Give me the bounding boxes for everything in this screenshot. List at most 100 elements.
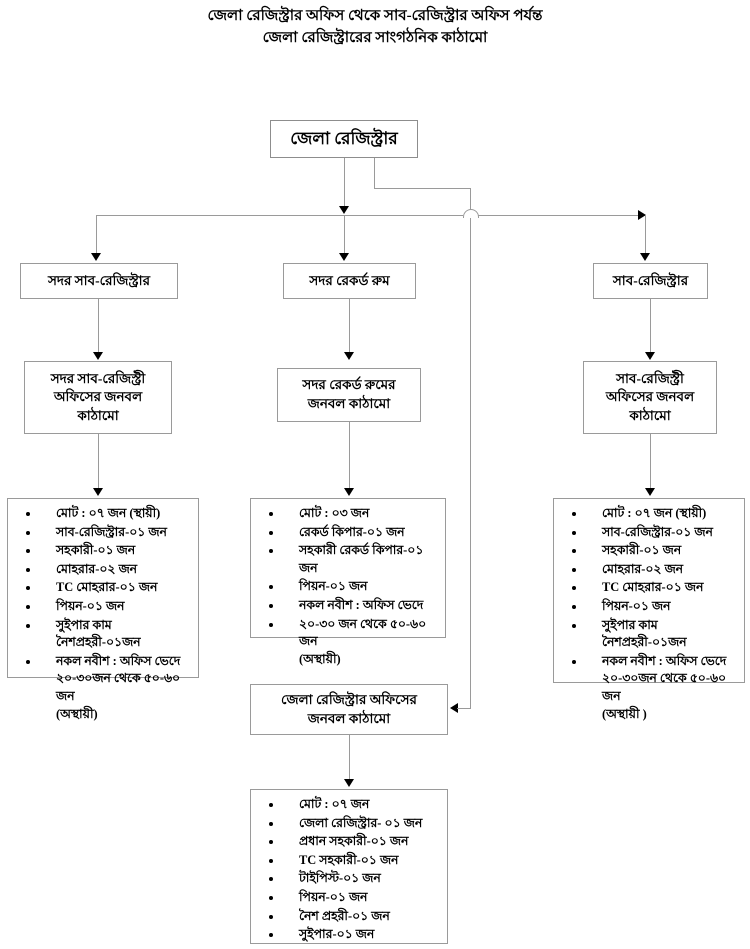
node-sadar-record-room[interactable]: সদর রেকর্ড রুম — [283, 263, 416, 299]
connector-root-branch-right — [374, 188, 470, 189]
list-item-text: সহকারী-০১ জন — [56, 543, 136, 558]
node-sadar-record-room-manpower[interactable]: সদর রেকর্ড রুমের জনবল কাঠামো — [277, 368, 421, 422]
list-item-text: নকল নবীশ : অফিস ভেদে — [56, 653, 181, 668]
node-sub-registry-manpower-line-3: কাঠামো — [629, 407, 671, 423]
connector-sadar-sub-registrar-down — [98, 299, 99, 356]
list-item-text: সহকারী-০১ জন — [602, 543, 682, 558]
node-sadar-sub-registrar-label: সদর সাব-রেজিস্ট্রার — [47, 272, 151, 288]
arrowhead-to-sadar-sub-registry-manpower — [93, 352, 103, 360]
connector-bus-left — [96, 215, 463, 216]
list-sub-registry-items: মোট : ০৭ জন (স্থায়ী) সাব-রেজিস্ট্রার-০১… — [558, 505, 740, 723]
list-item: মোহরার-০২ জন — [572, 561, 738, 579]
connector-bus-right — [477, 215, 645, 216]
arrowhead-root-to-bus — [339, 206, 349, 214]
connector-into-district-manpower — [457, 708, 471, 709]
list-item: মোট : ০৭ জন (স্থায়ী) — [26, 505, 192, 523]
list-item-text: পিয়ন-০১ জন — [56, 599, 125, 614]
connector-sadar-record-room-down — [349, 299, 350, 356]
list-item: সুইপার কাম নৈশপ্রহরী-০১জন — [572, 617, 738, 652]
list-item-text: পিয়ন-০১ জন — [602, 599, 671, 614]
node-district-registrar-manpower-line-2: জনবল কাঠামো — [307, 710, 391, 726]
arrowhead-to-sadar-record-room-list — [344, 488, 354, 496]
list-item-text: মোট : ০৭ জন (স্থায়ী) — [602, 506, 707, 520]
node-sadar-record-room-manpower-text: সদর রেকর্ড রুমের জনবল কাঠামো — [282, 376, 416, 413]
arrowhead-to-district-registrar-manpower — [450, 703, 458, 713]
list-sadar-sub-registry-manpower: মোট : ০৭ জন (স্থায়ী) সাব-রেজিস্ট্রার-০১… — [7, 498, 199, 721]
list-item: জেলা রেজিস্ট্রার- ০১ জন — [269, 815, 441, 833]
page-title-line-2: জেলা রেজিস্ট্রারের সাংগঠনিক কাঠামো — [262, 29, 488, 46]
list-item-text: টাইপিস্ট-০১ জন — [299, 871, 381, 886]
arrowhead-bus-right-turn — [638, 210, 646, 220]
list-item: সাব-রেজিস্ট্রার-০১ জন — [26, 524, 192, 542]
list-item-text: প্রধান সহকারী-০১ জন — [299, 834, 409, 849]
list-item-text: পিয়ন-০১ জন — [299, 890, 368, 905]
node-district-registrar-manpower-text: জেলা রেজিস্ট্রার অফিসের জনবল কাঠামো — [255, 691, 443, 728]
connector-line-hop — [463, 209, 479, 218]
connector-bus-drop-left — [96, 215, 97, 257]
node-district-registrar-manpower[interactable]: জেলা রেজিস্ট্রার অফিসের জনবল কাঠামো — [250, 684, 448, 735]
list-item: নৈশ প্রহরী-০১ জন — [269, 908, 441, 926]
list-item: নকল নবীশ : অফিস ভেদে — [269, 597, 439, 615]
list-item: সাব-রেজিস্ট্রার-০১ জন — [572, 524, 738, 542]
connector-root-branch-down — [374, 158, 375, 188]
list-item: পিয়ন-০১ জন — [269, 578, 439, 596]
node-sadar-sub-registry-manpower[interactable]: সদর সাব-রেজিস্ট্রী অফিসের জনবল কাঠামো — [24, 361, 172, 434]
node-sadar-record-room-manpower-line-1: সদর রেকর্ড রুমের — [302, 377, 396, 393]
list-item-text: TC সহকারী-০১ জন — [299, 852, 399, 867]
node-district-registrar[interactable]: জেলা রেজিস্ট্রার — [270, 120, 418, 158]
list-item-text: জেলা রেজিস্ট্রার- ০১ জন — [299, 815, 423, 830]
list-district-registrar-items: মোট : ০৭ জন জেলা রেজিস্ট্রার- ০১ জন প্রধ… — [255, 796, 443, 944]
list-item: নকল নবীশ : অফিস ভেদে ২০-৩০জন থেকে ৫০-৬০ … — [572, 653, 738, 723]
list-item-text: মোট : ০৩ জন — [299, 506, 370, 520]
list-item-continuation: ২০-৩০জন থেকে ৫০-৬০ জন — [56, 671, 181, 704]
node-sub-registry-manpower-text: সাব-রেজিস্ট্রী অফিসের জনবল কাঠামো — [588, 370, 712, 426]
list-item-text: TC মোহরার-০১ জন — [56, 580, 158, 595]
list-item: TC সহকারী-০১ জন — [269, 852, 441, 870]
list-item-text: সাব-রেজিস্ট্রার-০১ জন — [56, 524, 167, 539]
list-item: মোট : ০৭ জন — [269, 796, 441, 814]
node-sub-registry-manpower[interactable]: সাব-রেজিস্ট্রী অফিসের জনবল কাঠামো — [583, 361, 717, 434]
list-item-text: সুইপার কাম নৈশপ্রহরী-০১জন — [602, 617, 687, 650]
node-sub-registrar-label: সাব-রেজিস্ট্রার — [612, 272, 689, 288]
list-item: সুইপার কাম নৈশপ্রহরী-০১জন — [26, 617, 192, 652]
node-sadar-sub-registry-manpower-line-2: অফিসের জনবল — [53, 389, 143, 405]
list-sadar-record-room-manpower: মোট : ০৩ জন রেকর্ড কিপার-০১ জন সহকারী রে… — [250, 498, 446, 666]
node-sub-registry-manpower-line-1: সাব-রেজিস্ট্রী — [616, 370, 684, 386]
list-item-text: মোহরার-০২ জন — [602, 561, 684, 576]
node-sadar-sub-registrar[interactable]: সদর সাব-রেজিস্ট্রার — [20, 263, 178, 299]
connector-bus-drop-right — [645, 215, 646, 257]
list-item: TC মোহরার-০১ জন — [572, 579, 738, 597]
list-item-text: পিয়ন-০১ জন — [299, 579, 368, 594]
arrowhead-to-sadar-sub-registry-list — [93, 488, 103, 496]
list-item: টাইপিস্ট-০১ জন — [269, 870, 441, 888]
node-sub-registry-manpower-line-2: অফিসের জনবল — [605, 389, 695, 405]
connector-root-center-stem — [344, 158, 345, 210]
arrowhead-to-sub-registry-list — [645, 488, 655, 496]
arrowhead-to-sadar-record-room-manpower — [344, 352, 354, 360]
list-item: প্রধান সহকারী-০১ জন — [269, 833, 441, 851]
list-item: মোহরার-০২ জন — [26, 561, 192, 579]
arrowhead-bus-to-sub-registrar — [640, 253, 650, 261]
list-item: পিয়ন-০১ জন — [572, 598, 738, 616]
list-item: ২০-৩০ জন থেকে ৫০-৬০ জন (অস্থায়ী) — [269, 616, 439, 669]
connector-sub-registry-to-list — [650, 434, 651, 492]
node-sadar-sub-registry-manpower-line-3: কাঠামো — [77, 407, 119, 423]
arrowhead-to-sub-registry-manpower — [645, 352, 655, 360]
list-item-continuation: ২০-৩০জন থেকে ৫০-৬০ জন — [602, 671, 727, 704]
list-district-registrar-manpower: মোট : ০৭ জন জেলা রেজিস্ট্রার- ০১ জন প্রধ… — [250, 789, 448, 944]
list-item-text: মোহরার-০২ জন — [56, 561, 138, 576]
connector-sadar-sub-registry-to-list — [98, 434, 99, 492]
node-sadar-sub-registry-manpower-line-1: সদর সাব-রেজিস্ট্রী — [50, 370, 146, 386]
list-item: সুইপার-০১ জন — [269, 926, 441, 944]
list-item: সহকারী-০১ জন — [572, 542, 738, 560]
list-item: পিয়ন-০১ জন — [269, 889, 441, 907]
list-item-text: TC মোহরার-০১ জন — [602, 580, 704, 595]
connector-bus-drop-center — [344, 215, 345, 257]
node-sub-registrar[interactable]: সাব-রেজিস্ট্রার — [593, 263, 708, 299]
list-item: নকল নবীশ : অফিস ভেদে ২০-৩০জন থেকে ৫০-৬০ … — [26, 653, 192, 723]
node-sadar-sub-registry-manpower-text: সদর সাব-রেজিস্ট্রী অফিসের জনবল কাঠামো — [29, 370, 167, 426]
list-item-text: মোট : ০৭ জন — [299, 797, 370, 811]
list-item-text: সহকারী রেকর্ড কিপার-০১ জন — [299, 543, 424, 575]
list-item-text: মোট : ০৭ জন (স্থায়ী) — [56, 506, 161, 520]
